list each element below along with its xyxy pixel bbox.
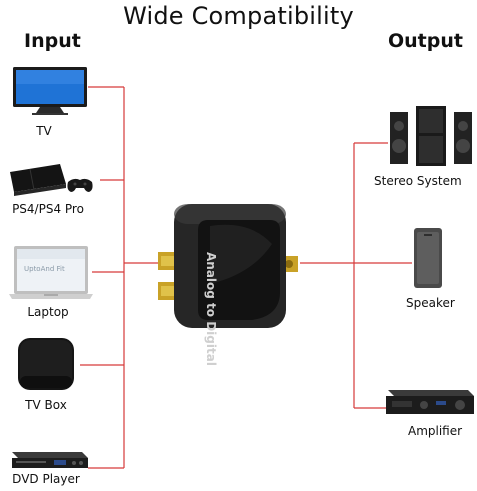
tv-icon (13, 67, 87, 115)
speaker-icon (414, 228, 442, 288)
output-heading: Output (388, 30, 463, 52)
input-label-dvd: DVD Player (12, 472, 80, 486)
output-label-speaker: Speaker (406, 296, 455, 310)
converter-device-icon (158, 204, 298, 328)
input-label-ps4: PS4/PS4 Pro (12, 202, 84, 216)
tv-box-icon (18, 338, 74, 390)
output-label-amplifier: Amplifier (408, 424, 463, 438)
output-label-stereo: Stereo System (374, 174, 462, 188)
input-label-tv: TV (36, 124, 52, 138)
game-console-icon (10, 164, 93, 196)
laptop-screen-text: UptoAnd Fit (24, 265, 65, 273)
dvd-player-icon (12, 452, 88, 468)
device-label: Analog to Digital (204, 252, 218, 366)
input-heading: Input (24, 30, 81, 52)
input-label-tvbox: TV Box (25, 398, 67, 412)
page-title: Wide Compatibility (123, 2, 354, 30)
stereo-speakers-icon (390, 106, 472, 166)
input-label-laptop: Laptop (27, 305, 69, 319)
amplifier-icon (386, 390, 474, 414)
laptop-icon (9, 246, 93, 299)
